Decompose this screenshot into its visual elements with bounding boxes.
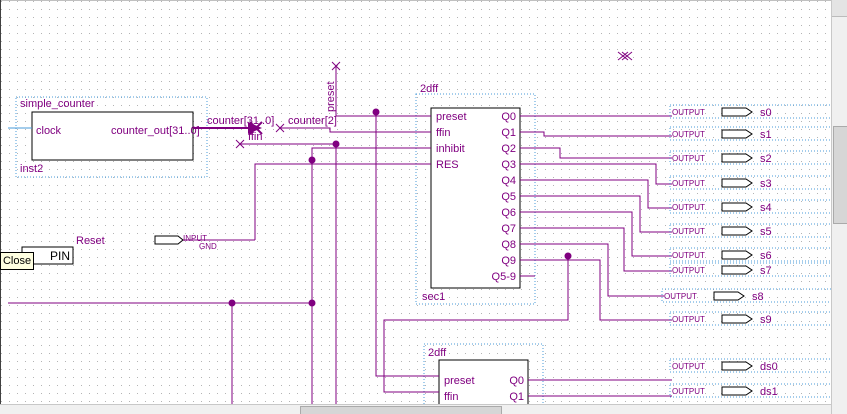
output-pin-name: ds0 xyxy=(760,361,778,373)
junction-dots xyxy=(228,108,572,307)
output-pin-name: s7 xyxy=(760,265,772,277)
horizontal-scroll-thumb[interactable] xyxy=(300,406,502,414)
dff1-in-ffin: ffin xyxy=(436,127,450,139)
unconnected-marks xyxy=(235,51,633,149)
counter-instance: inst2 xyxy=(20,163,43,175)
dff1-in-inhibit: inhibit xyxy=(436,143,465,155)
dff1-out-q5: Q5 xyxy=(501,191,516,203)
output-pin-name: s9 xyxy=(760,314,772,326)
output-pin-s8[interactable]: OUTPUT s8 xyxy=(661,288,833,303)
dff1-block[interactable] xyxy=(430,107,521,289)
output-pin-type: OUTPUT xyxy=(672,227,705,236)
dff1-in-preset: preset xyxy=(436,111,467,123)
dff1-selection-frame xyxy=(415,93,536,305)
output-pin-arrow-icon xyxy=(721,107,753,117)
vertical-scrollbar[interactable] xyxy=(831,0,847,414)
net-preset: preset xyxy=(325,81,337,112)
output-pin-name: s4 xyxy=(760,202,772,214)
close-tooltip: Close xyxy=(0,252,34,270)
input-pin-reset[interactable]: INPUT GND xyxy=(154,234,217,251)
scroll-thumb[interactable] xyxy=(833,126,847,224)
output-pin-name: s5 xyxy=(760,226,772,238)
output-pin-type: OUTPUT xyxy=(672,179,705,188)
output-pin-arrow-icon xyxy=(721,386,753,396)
output-pin-type: OUTPUT xyxy=(672,154,705,163)
output-pin-type: OUTPUT xyxy=(672,130,705,139)
pin-tool-label: PIN xyxy=(50,249,70,263)
input-pin-type: INPUT xyxy=(183,234,207,243)
dff1-out-q6: Q6 xyxy=(501,207,516,219)
wires xyxy=(8,66,672,414)
net-counter-bus: counter[31..0] xyxy=(207,115,274,127)
output-pin-arrow-icon xyxy=(721,314,753,324)
dff1-out-q9: Q9 xyxy=(501,255,516,267)
counter-selection-frame xyxy=(15,96,208,178)
dff1-out-q4: Q4 xyxy=(501,175,516,187)
dff1-out-q5-9: Q5-9 xyxy=(492,271,516,283)
output-pin-name: s6 xyxy=(760,250,772,262)
output-pin-name: s2 xyxy=(760,153,772,165)
dff1-instance: sec1 xyxy=(422,291,445,303)
dff1-in-res: RES xyxy=(436,159,459,171)
dff2-out-q1: Q1 xyxy=(509,391,524,403)
dff1-out-q1: Q1 xyxy=(501,127,516,139)
output-pin-arrow-icon xyxy=(721,250,753,260)
output-pin-arrow-icon xyxy=(721,153,753,163)
dff1-out-q2: Q2 xyxy=(501,143,516,155)
dff1-out-q0: Q0 xyxy=(501,111,516,123)
output-pin-name: s0 xyxy=(760,107,772,119)
output-pin-arrow-icon xyxy=(713,291,745,301)
dff2-in-preset: preset xyxy=(444,375,475,387)
counter-block[interactable] xyxy=(31,111,194,161)
output-pin-arrow-icon xyxy=(721,361,753,371)
dff2-in-ffin: ffin xyxy=(444,391,458,403)
output-pin-name: s8 xyxy=(752,291,764,303)
output-pin-name: ds1 xyxy=(760,386,778,398)
output-pin-arrow-icon xyxy=(721,202,753,212)
output-pin-type: OUTPUT xyxy=(672,315,705,324)
output-pin-type: OUTPUT xyxy=(664,292,697,301)
output-pin-s0[interactable]: OUTPUT s0 xyxy=(669,104,833,119)
output-pin-type: OUTPUT xyxy=(672,362,705,371)
dff2-selection-frame xyxy=(423,343,544,414)
scroll-up-arrow-icon[interactable] xyxy=(832,0,847,17)
output-pin-arrow-icon xyxy=(721,129,753,139)
horizontal-scrollbar[interactable] xyxy=(0,404,831,414)
dff1-out-q3: Q3 xyxy=(501,159,516,171)
output-pin-arrow-icon xyxy=(721,226,753,236)
dff1-title: 2dff xyxy=(420,83,439,95)
output-pin-type: OUTPUT xyxy=(672,387,705,396)
counter-title: simple_counter xyxy=(20,98,95,110)
net-counter-bit: counter[2] xyxy=(288,115,337,127)
output-pin-type: OUTPUT xyxy=(672,108,705,117)
output-pin-name: s3 xyxy=(760,178,772,190)
dff1-pin-stubs xyxy=(416,115,535,277)
dff1-out-q7: Q7 xyxy=(501,223,516,235)
output-pin-type: OUTPUT xyxy=(672,266,705,275)
output-pin-name: s1 xyxy=(760,129,772,141)
dff1-out-q8: Q8 xyxy=(501,239,516,251)
counter-port-clock: clock xyxy=(36,125,62,137)
net-reset: Reset xyxy=(76,235,105,247)
net-ffin: ffin xyxy=(248,131,262,143)
bus-ripper-icon xyxy=(248,121,263,135)
dff2-title: 2dff xyxy=(428,347,447,359)
counter-port-out: counter_out[31..0] xyxy=(111,125,200,137)
output-pin-type: OUTPUT xyxy=(672,203,705,212)
output-pin-arrow-icon xyxy=(721,178,753,188)
dff2-out-q0: Q0 xyxy=(509,375,524,387)
output-pin-type: OUTPUT xyxy=(672,251,705,260)
input-pin-default: GND xyxy=(199,242,217,251)
output-pin-arrow-icon xyxy=(721,265,753,275)
